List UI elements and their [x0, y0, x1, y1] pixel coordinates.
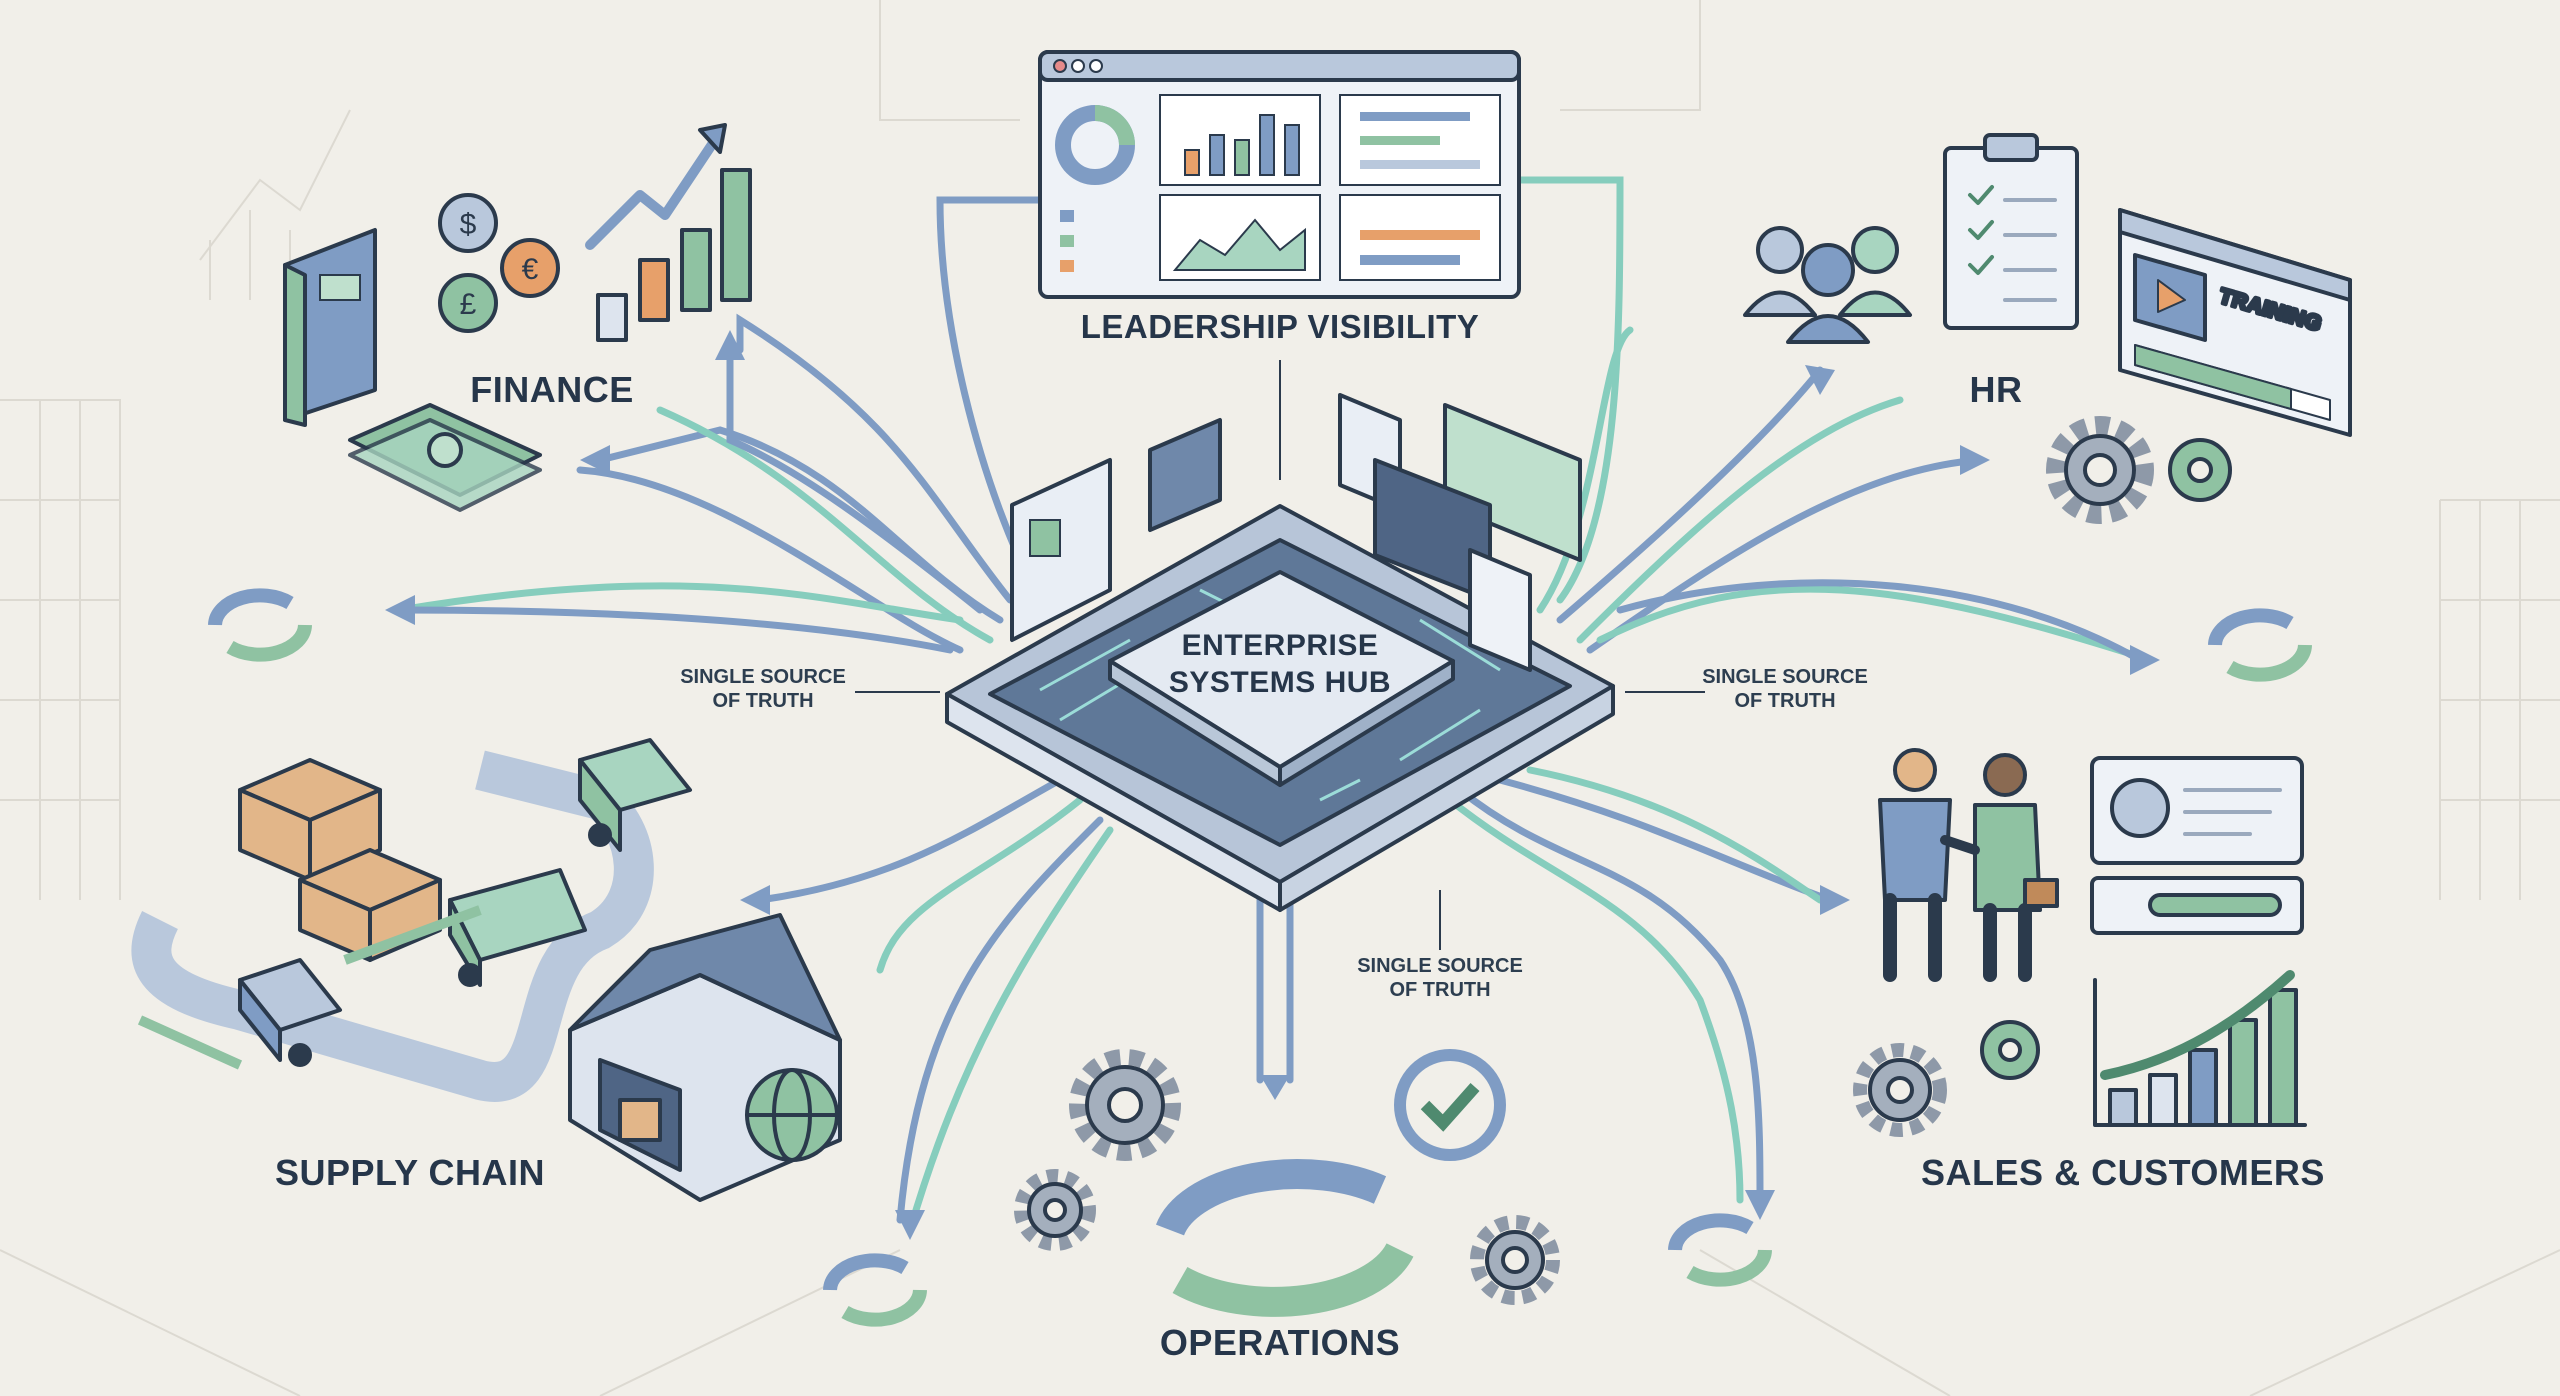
truck-icon	[238, 958, 342, 1067]
svg-text:€: €	[522, 253, 539, 286]
hub-title-line1: ENTERPRISE	[1182, 629, 1379, 662]
cycle-arrows-icon	[2208, 608, 2312, 682]
coin-dollar-icon	[438, 193, 498, 253]
connection-lines	[396, 176, 2154, 1234]
checklist-clipboard-icon	[1943, 133, 2079, 330]
hub-title-line2: SYSTEMS HUB	[1169, 666, 1391, 699]
single-source-callout-left: SINGLE SOURCE OF TRUTH	[680, 666, 940, 712]
arrowheads	[385, 330, 2160, 1240]
gear-icon	[1980, 1020, 2040, 1080]
checkmark-cycle-icon	[1394, 1049, 1506, 1161]
svg-text:OF TRUTH: OF TRUTH	[1389, 979, 1490, 1001]
cycle-arrows-icon	[1155, 1159, 1414, 1317]
coin-euro-icon	[500, 238, 560, 298]
single-source-callout-bottom: SINGLE SOURCE OF TRUTH	[1357, 890, 1523, 1001]
gear-icon	[1014, 1169, 1096, 1251]
svg-text:OF TRUTH: OF TRUTH	[1734, 690, 1835, 712]
profile-card-icon	[2090, 756, 2304, 935]
cycle-arrows-icon	[1668, 1213, 1772, 1287]
svg-text:OF TRUTH: OF TRUTH	[712, 690, 813, 712]
supply-chain-icons	[131, 738, 842, 1202]
people-group-icon	[1743, 226, 1912, 344]
gear-icon	[2168, 438, 2232, 502]
training-progress-fill	[2134, 344, 2292, 410]
svg-text:$: $	[460, 208, 477, 241]
gear-icon	[1069, 1049, 1181, 1161]
truck-icon	[578, 738, 692, 852]
cash-stack-icon	[348, 403, 542, 512]
training-video-icon: TRAINING	[2118, 208, 2352, 437]
svg-text:SINGLE SOURCE: SINGLE SOURCE	[1702, 666, 1868, 688]
svg-text:SINGLE SOURCE: SINGLE SOURCE	[680, 666, 846, 688]
handshake-icon	[1878, 748, 2059, 982]
coin-pound-icon	[438, 273, 498, 333]
gear-icon	[1853, 1043, 1947, 1137]
hr-icons: TRAINING	[1743, 133, 2352, 524]
globe-icon	[745, 1068, 839, 1162]
rising-bar-chart-icon	[585, 123, 752, 342]
floating-panels-icon	[1010, 393, 1582, 672]
growth-chart-icon	[2093, 970, 2307, 1127]
hr-label: HR	[1970, 369, 2023, 410]
gear-icon	[2046, 416, 2154, 524]
finance-icons: $ € £	[283, 123, 752, 512]
gear-icon	[1470, 1215, 1560, 1305]
truck-icon	[448, 868, 587, 987]
boxes-icon	[238, 758, 442, 962]
single-source-callout-right: SINGLE SOURCE OF TRUTH	[1625, 666, 1868, 712]
finance-label: FINANCE	[470, 369, 634, 410]
operations-icons	[1014, 1049, 1560, 1317]
leadership-visibility-label: LEADERSHIP VISIBILITY	[1081, 308, 1480, 345]
svg-text:£: £	[460, 288, 477, 321]
cycle-arrows-icon	[208, 588, 312, 662]
svg-text:SINGLE SOURCE: SINGLE SOURCE	[1357, 955, 1523, 977]
supply-chain-label: SUPPLY CHAIN	[275, 1152, 545, 1193]
enterprise-systems-hub: ENTERPRISE SYSTEMS HUB	[945, 393, 1615, 912]
sales-customers-label: SALES & CUSTOMERS	[1921, 1152, 2325, 1193]
sales-icons	[1853, 748, 2307, 1137]
operations-label: OPERATIONS	[1160, 1322, 1400, 1363]
leadership-dashboard-icon	[1038, 50, 1521, 299]
cycle-arrows-icon	[823, 1253, 927, 1327]
